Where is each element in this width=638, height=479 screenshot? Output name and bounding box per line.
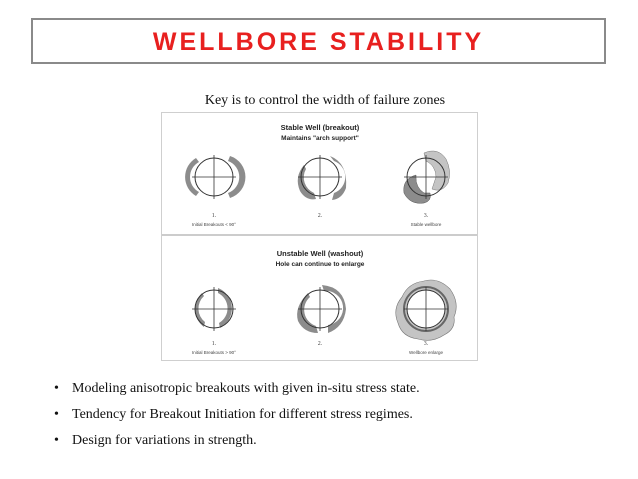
- breakout-zone: [297, 165, 316, 200]
- top-panel-heading: Stable Well (breakout): [281, 123, 360, 132]
- bottom-step-1-caption: Initial Breakouts > 90°: [192, 350, 236, 355]
- wellbore-figure: Stable Well (breakout) Maintains "arch s…: [161, 112, 478, 361]
- bottom-panel-subheading: Hole can continue to enlarge: [276, 261, 365, 268]
- bottom-wellbore-1: [192, 287, 236, 331]
- bullet-text: Tendency for Breakout Initiation for dif…: [72, 407, 413, 422]
- bullet-icon: •: [54, 381, 59, 396]
- bottom-step-3-caption: Wellbore enlarge: [409, 350, 443, 355]
- slide-subtitle: Key is to control the width of failure z…: [0, 93, 638, 109]
- subtitle-text: Key is to control the width of failure z…: [204, 93, 446, 108]
- bottom-step-1-number: 1.: [212, 341, 217, 347]
- top-wellbore-2: [297, 155, 347, 200]
- breakout-zone: [218, 288, 232, 328]
- top-step-2-number: 2.: [318, 213, 323, 219]
- bullet-icon: •: [54, 433, 59, 448]
- bullet-icon: •: [54, 407, 59, 422]
- top-step-1-number: 1.: [212, 213, 217, 219]
- bottom-wellbore-2: [297, 285, 346, 333]
- bullet-text: Design for variations in strength.: [72, 433, 257, 448]
- bottom-panel-heading: Unstable Well (washout): [277, 249, 364, 258]
- bottom-step-2-number: 2.: [318, 341, 323, 347]
- wellbore-diagram: Stable Well (breakout) Maintains "arch s…: [162, 123, 477, 355]
- breakout-zone: [228, 156, 246, 198]
- bullet-text: Modeling anisotropic breakouts with give…: [72, 381, 420, 396]
- washout-zone: [423, 150, 450, 191]
- top-step-3-caption: Stable wellbore: [411, 222, 442, 227]
- top-step-3-number: 3.: [424, 213, 429, 219]
- breakout-zone: [403, 174, 431, 204]
- bottom-step-3-number: 3.: [424, 341, 429, 347]
- top-step-1-caption: Initial Breakouts < 90°: [192, 222, 236, 227]
- breakout-zone: [330, 156, 347, 200]
- top-panel-subheading: Maintains "arch support": [281, 135, 359, 142]
- title-banner: WELLBORE STABILITY: [31, 18, 606, 64]
- list-item: • Modeling anisotropic breakouts with giv…: [50, 380, 420, 406]
- top-wellbore-1: [185, 155, 246, 199]
- top-wellbore-3: [403, 150, 450, 204]
- bullet-list: • Modeling anisotropic breakouts with giv…: [50, 380, 420, 458]
- slide-title: WELLBORE STABILITY: [152, 28, 485, 56]
- list-item: • Tendency for Breakout Initiation for di…: [50, 406, 420, 432]
- breakout-zone: [322, 285, 346, 333]
- list-item: • Design for variations in strength.: [50, 432, 420, 458]
- breakout-zone: [185, 158, 199, 196]
- bottom-wellbore-3: [395, 279, 457, 341]
